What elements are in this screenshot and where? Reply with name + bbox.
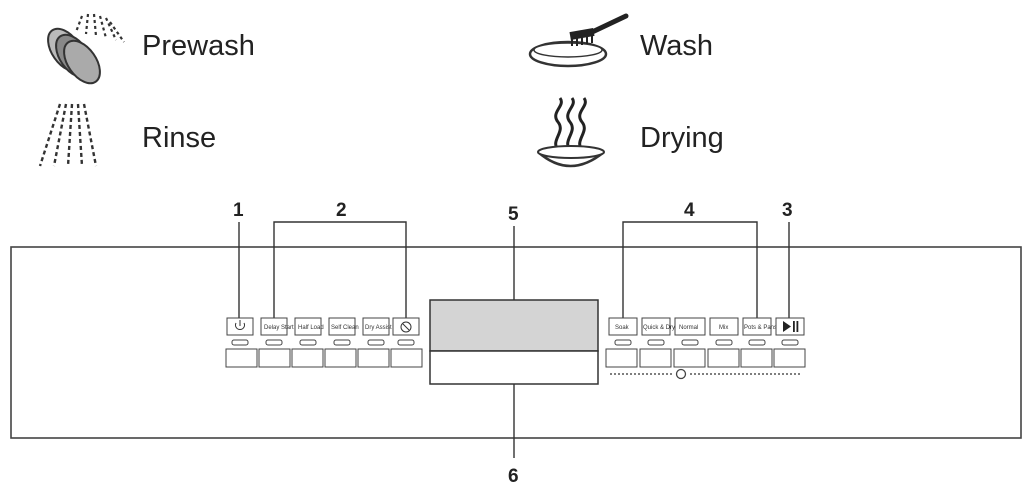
power-icon: [235, 320, 245, 330]
touch-pad[interactable]: [357, 348, 390, 368]
touch-pad[interactable]: [639, 348, 672, 368]
callout-6: 6: [508, 466, 519, 487]
indicator-led: [333, 339, 351, 346]
power-button[interactable]: [226, 317, 254, 336]
callout-3: 3: [782, 200, 793, 221]
legend-label-prewash: Prewash: [142, 30, 255, 62]
callout-1: 1: [233, 200, 244, 221]
display-lower-panel: [429, 350, 599, 385]
bracket-4: [622, 221, 758, 318]
wash-brush-icon: [528, 13, 629, 68]
touch-pad[interactable]: [324, 348, 357, 368]
soak-label: Soak: [615, 325, 630, 331]
mix-button[interactable]: [709, 317, 739, 336]
drying-steam-icon: [537, 97, 605, 168]
indicator-led: [299, 339, 317, 346]
indicator-led: [748, 339, 766, 346]
touch-pad[interactable]: [225, 348, 258, 368]
brand-logo-icon: [675, 368, 687, 380]
normal-label: Normal: [679, 325, 698, 331]
half-load-button[interactable]: [294, 317, 322, 336]
touch-pad[interactable]: [740, 348, 773, 368]
half-load-label: Half Load: [298, 325, 324, 331]
self-clean-label: Self Clean: [331, 325, 359, 331]
indicator-led: [715, 339, 733, 346]
soak-button[interactable]: [608, 317, 638, 336]
touch-pad[interactable]: [707, 348, 740, 368]
touch-pad[interactable]: [258, 348, 291, 368]
quick-dry-label: Quick & Dry: [643, 325, 675, 331]
legend-label-rinse: Rinse: [142, 122, 217, 154]
delay-start-label: Delay Start: [264, 325, 294, 331]
right-button-group: Soak Quick & Dry Normal Mix Pots & Pans: [605, 317, 806, 380]
indicator-led: [781, 339, 799, 346]
indicator-led: [681, 339, 699, 346]
rinse-spray-icon: [38, 103, 98, 167]
quick-dry-button[interactable]: [641, 317, 671, 336]
touch-pad[interactable]: [673, 348, 706, 368]
dry-assist-label: Dry Assist: [365, 325, 392, 331]
bracket-2: [273, 221, 407, 318]
self-clean-button[interactable]: [328, 317, 356, 336]
callout-4: 4: [684, 200, 695, 221]
indicator-led: [231, 339, 249, 346]
left-button-group: Delay Start Half Load Self Clean Dry Ass…: [225, 317, 423, 368]
indicator-led: [397, 339, 415, 346]
indicator-led: [265, 339, 283, 346]
normal-button[interactable]: [674, 317, 706, 336]
display-window: [429, 299, 599, 352]
dry-assist-button[interactable]: [362, 317, 390, 336]
mix-label: Mix: [719, 325, 728, 331]
touch-pad[interactable]: [291, 348, 324, 368]
legend-label-wash: Wash: [640, 30, 714, 62]
prewash-spray-icon: [47, 13, 125, 85]
touch-pad[interactable]: [390, 348, 423, 368]
indicator-led: [647, 339, 665, 346]
start-pause-icon: [783, 321, 799, 332]
callout-2: 2: [336, 200, 347, 221]
indicator-led: [367, 339, 385, 346]
callout-5: 5: [508, 204, 519, 225]
touch-pad[interactable]: [773, 348, 806, 368]
pots-pans-button[interactable]: [742, 317, 772, 336]
lock-icon: [400, 321, 412, 333]
delay-start-button[interactable]: [260, 317, 288, 336]
legend-label-drying: Drying: [640, 122, 724, 154]
indicator-led: [614, 339, 632, 346]
pots-pans-label: Pots & Pans: [744, 325, 777, 331]
touch-pad[interactable]: [605, 348, 638, 368]
